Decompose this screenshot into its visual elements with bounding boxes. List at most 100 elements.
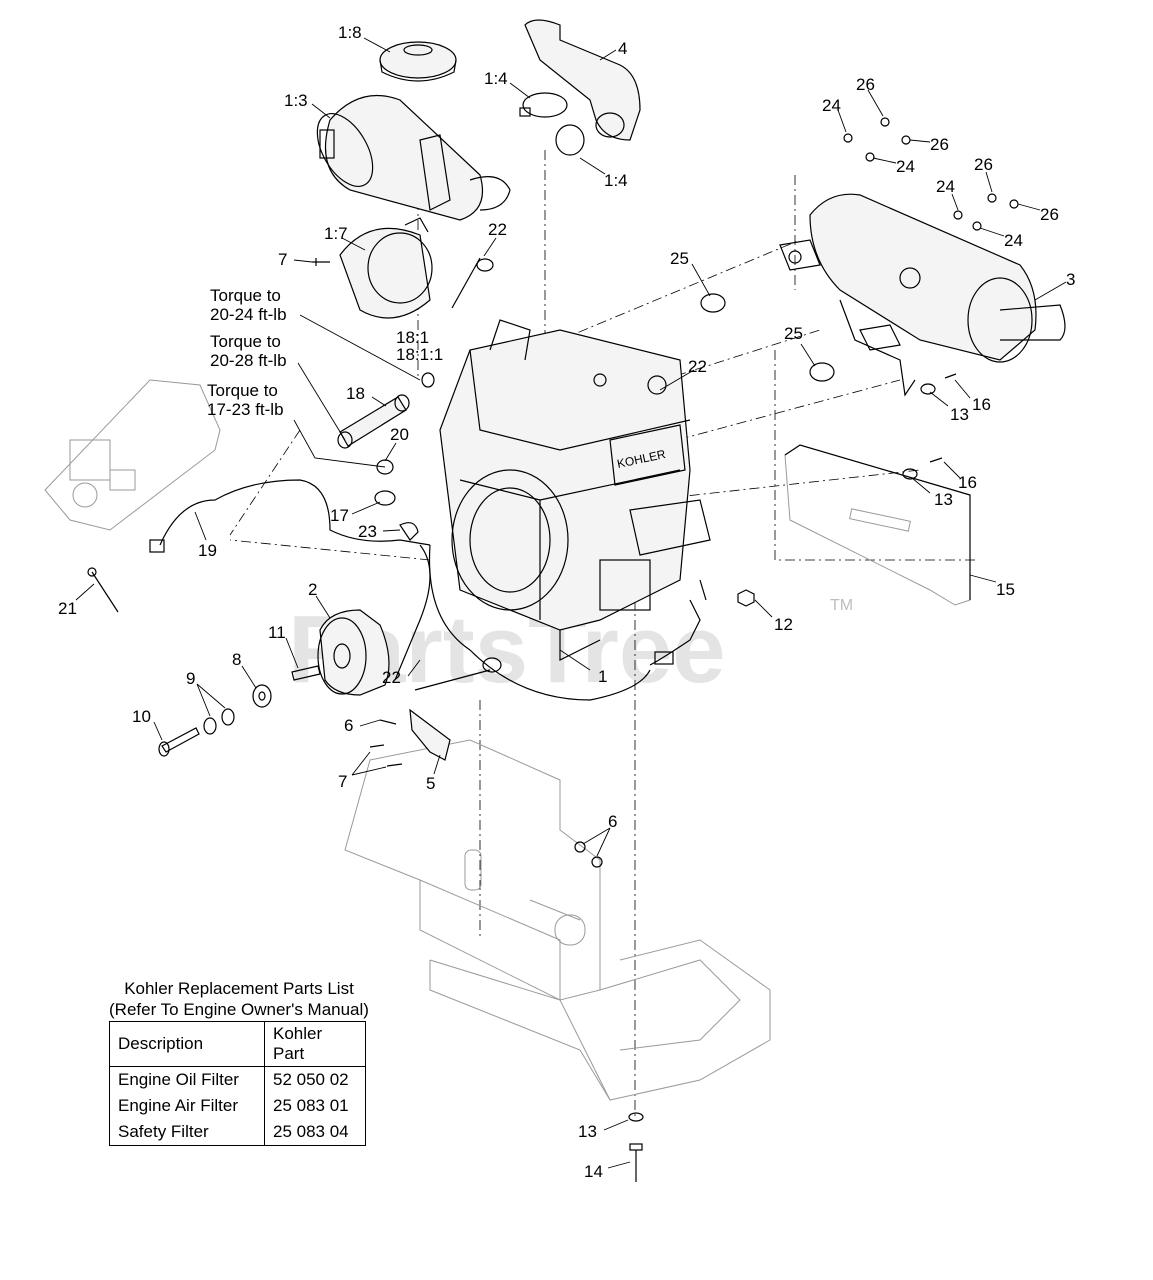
callout-12: 12 bbox=[774, 615, 793, 634]
callout-11: 11 bbox=[268, 623, 286, 642]
washer-8 bbox=[252, 684, 272, 708]
callout-26-d: 26 bbox=[1040, 205, 1059, 224]
torque-note-3-line1: Torque to bbox=[207, 381, 278, 400]
callout-25-lower: 25 bbox=[784, 324, 803, 343]
engine: KOHLER bbox=[439, 319, 711, 661]
lock-washers-9 bbox=[203, 708, 235, 735]
callout-8: 8 bbox=[232, 650, 241, 669]
air-cleaner-cover bbox=[379, 41, 457, 82]
muffler-fasteners bbox=[843, 117, 1019, 231]
callout-13-upper: 13 bbox=[950, 405, 969, 424]
callout-1-3: 1:3 bbox=[284, 91, 308, 110]
callout-5: 5 bbox=[426, 774, 435, 793]
callout-18-1: 18:1 bbox=[396, 328, 429, 347]
callout-20: 20 bbox=[390, 425, 409, 444]
parts-list-subtitle: (Refer To Engine Owner's Manual) bbox=[109, 1000, 369, 1019]
gasket-25-lower bbox=[809, 362, 835, 382]
torque-notes: Torque to 20-24 ft-lb Torque to 20-28 ft… bbox=[207, 286, 287, 419]
callout-1-4-upper: 1:4 bbox=[484, 69, 508, 88]
callout-21: 21 bbox=[58, 599, 77, 618]
heat-shield-fasteners bbox=[902, 373, 957, 480]
callout-4: 4 bbox=[618, 39, 627, 58]
callout-17: 17 bbox=[330, 506, 349, 525]
callout-9: 9 bbox=[186, 669, 195, 688]
intake-elbow bbox=[524, 19, 641, 141]
callout-13-mid: 13 bbox=[934, 490, 953, 509]
callout-1-8: 1:8 bbox=[338, 23, 362, 42]
callout-19: 19 bbox=[198, 541, 217, 560]
callout-24-d: 24 bbox=[1004, 231, 1023, 250]
muffler bbox=[779, 193, 1066, 397]
control-panel-ghost bbox=[44, 379, 221, 531]
callout-1-7: 1:7 bbox=[324, 224, 348, 243]
callout-16-mid: 16 bbox=[958, 473, 977, 492]
torque-note-1-line2: 20-24 ft-lb bbox=[210, 305, 287, 324]
callout-26-b: 26 bbox=[930, 135, 949, 154]
nut-12 bbox=[737, 589, 755, 607]
washer-13-bottom bbox=[628, 1112, 644, 1122]
callout-23: 23 bbox=[358, 522, 377, 541]
mount-bracket-5 bbox=[369, 708, 451, 767]
screw-7-top bbox=[312, 258, 330, 266]
torque-note-2-line1: Torque to bbox=[210, 332, 281, 351]
callout-14: 14 bbox=[584, 1162, 603, 1181]
callout-24-a: 24 bbox=[822, 96, 841, 115]
bolt-10 bbox=[158, 727, 200, 757]
callout-24-c: 24 bbox=[936, 177, 955, 196]
leader-lines bbox=[75, 37, 1067, 1169]
clutch-pulley bbox=[317, 609, 390, 696]
callout-labels: 1:8 4 1:4 1:3 1:4 1:7 7 22 18:1 18:1:1 1… bbox=[58, 23, 1075, 1181]
callout-22-upper: 22 bbox=[488, 220, 507, 239]
parts-list-row-part: 52 050 02 bbox=[264, 1066, 366, 1093]
key-11 bbox=[291, 665, 321, 681]
parts-list-row-part: 25 083 04 bbox=[264, 1119, 366, 1146]
sensor-21 bbox=[87, 567, 119, 613]
dipstick-lower bbox=[394, 544, 502, 691]
watermark-tm: TM bbox=[830, 597, 853, 614]
gasket-25-upper bbox=[700, 293, 726, 313]
callout-22-lower: 22 bbox=[382, 668, 401, 687]
callout-6-upper: 6 bbox=[344, 716, 353, 735]
parts-list-row: Safety Filter 25 083 04 bbox=[109, 1119, 366, 1146]
callout-22-right: 22 bbox=[688, 357, 707, 376]
parts-list-title: Kohler Replacement Parts List bbox=[124, 979, 354, 998]
callout-10: 10 bbox=[132, 707, 151, 726]
heat-shield bbox=[784, 444, 971, 606]
torque-note-3-line2: 17-23 ft-lb bbox=[207, 400, 284, 419]
nuts-6-lower bbox=[574, 841, 603, 868]
wiring-harness bbox=[149, 479, 707, 701]
callout-1-4-lower: 1:4 bbox=[604, 171, 628, 190]
callout-25-upper: 25 bbox=[670, 249, 689, 268]
callout-24-b: 24 bbox=[896, 157, 915, 176]
bolt-14-bottom bbox=[629, 1143, 643, 1182]
dipstick-top bbox=[451, 257, 494, 309]
air-cleaner-assembly bbox=[316, 94, 511, 221]
callout-3: 3 bbox=[1066, 270, 1075, 289]
callout-7-lower: 7 bbox=[338, 772, 347, 791]
parts-list-row-description: Safety Filter bbox=[109, 1119, 265, 1146]
kohler-parts-list: Kohler Replacement Parts List (Refer To … bbox=[94, 978, 384, 1146]
callout-13-bottom: 13 bbox=[578, 1122, 597, 1141]
callout-1: 1 bbox=[598, 667, 607, 686]
chassis-frame bbox=[344, 739, 771, 1101]
callout-7-upper: 7 bbox=[278, 250, 287, 269]
torque-note-2-line2: 20-28 ft-lb bbox=[210, 351, 287, 370]
parts-list-header-row: Description Kohler Part bbox=[109, 1021, 366, 1067]
callout-26-a: 26 bbox=[856, 75, 875, 94]
clamp-17 bbox=[374, 490, 396, 506]
torque-note-1-line1: Torque to bbox=[210, 286, 281, 305]
callout-2: 2 bbox=[308, 580, 317, 599]
fuel-hose bbox=[337, 372, 435, 475]
parts-list-row-part: 25 083 01 bbox=[264, 1093, 366, 1119]
callout-18-1-1: 18:1:1 bbox=[396, 345, 443, 364]
parts-list-table: Description Kohler Part Engine Oil Filte… bbox=[109, 1021, 366, 1146]
parts-list-header-description: Description bbox=[109, 1021, 265, 1067]
parts-list-row: Engine Oil Filter 52 050 02 bbox=[109, 1066, 366, 1093]
callout-18: 18 bbox=[346, 384, 365, 403]
parts-list-row: Engine Air Filter 25 083 01 bbox=[109, 1093, 366, 1119]
clamp-23 bbox=[399, 522, 419, 541]
parts-list-row-description: Engine Oil Filter bbox=[109, 1066, 265, 1093]
callout-15: 15 bbox=[996, 580, 1015, 599]
parts-list-row-description: Engine Air Filter bbox=[109, 1093, 265, 1119]
